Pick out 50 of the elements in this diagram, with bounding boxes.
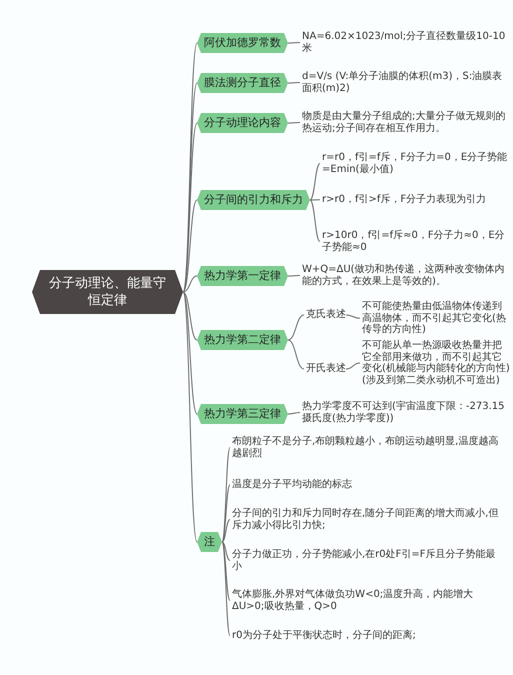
central-topic: 分子动理论、能量守恒定律 <box>32 270 183 314</box>
note-text: r=r0，f引=f斥，F分子力=0，E分子势能=Emin(最小值) <box>322 152 510 175</box>
connector-line <box>288 314 304 340</box>
connector-line <box>222 519 230 542</box>
connector-line <box>288 340 304 370</box>
subtopic-text: 开氏表述 <box>306 363 346 375</box>
note-text: W+Q=ΔU(做功和热传递，这两种改变物体内能的方式，在效果上是等效的)。 <box>302 264 510 287</box>
connector-line <box>182 200 198 292</box>
connector-line <box>182 292 198 542</box>
note-text: 温度是分子平均动能的标志 <box>232 479 502 490</box>
connector-line <box>182 276 198 292</box>
connector-line <box>222 542 230 636</box>
note-text: 布朗粒子不是分子,布朗颗粒越小，布朗运动越明显,温度越高越剧烈 <box>232 436 502 459</box>
note-text: NA=6.02×1023/mol;分子直径数量级10-10米 <box>302 31 510 54</box>
note-text: 分子间的引力和斥力同时存在,随分子间距离的增大而减小,但斥力减小得比引力快; <box>232 508 502 531</box>
connector-line <box>222 542 230 561</box>
topic-box: 热力学第二定律 <box>197 330 288 350</box>
note-text: d=V/s (V:单分子油膜的体积(m3)，S:油膜表面积(m)2) <box>302 71 510 94</box>
connector-line <box>222 484 230 542</box>
topic-box: 分子间的引力和斥力 <box>197 190 310 210</box>
connector-line <box>346 314 360 319</box>
topic-box: 阿伏加德罗常数 <box>197 33 288 53</box>
note-text: 气体膨胀,外界对气体做负功W<0;温度升高，内能增大ΔU>0;吸收热量，Q>0 <box>232 589 502 612</box>
topic-box: 热力学第三定律 <box>197 404 288 424</box>
connector-line <box>182 292 198 414</box>
note-text: r>r0，f引>f斥，F分子力表现为引力 <box>322 194 510 206</box>
note-text: 不可能使热量由低温物体传递到高温物体，而不引起其它变化(热传导的方向性) <box>362 301 510 336</box>
note-text: 不可能从单一热源吸收热量并把它全部用来做功，而不引起其它变化(机械能与内能转化的方向性)(涉及到第二类永动机不可造出) <box>362 340 510 386</box>
connector-line <box>310 163 320 200</box>
connector-line <box>222 542 230 601</box>
connector-line <box>288 42 300 44</box>
note-text: 分子力做正功，分子势能减小,在r0处F引=F斥且分子势能最小 <box>232 549 502 572</box>
topic-box: 分子动理论内容 <box>197 113 288 133</box>
subtopic-text: 克氏表述 <box>306 309 346 321</box>
connector-line <box>288 82 300 84</box>
note-text: r>10r0，f引=f斥≈0，F分子力≈0，E分子势能≈0 <box>322 230 510 253</box>
topic-box: 热力学第一定律 <box>197 266 288 286</box>
topic-box: 膜法测分子直径 <box>197 73 288 93</box>
connector-line <box>310 200 320 242</box>
connector-line <box>182 292 198 340</box>
connector-line <box>222 447 230 542</box>
connector-line <box>310 199 320 200</box>
connector-line <box>288 122 300 124</box>
topic-box: 注 <box>197 532 222 552</box>
connector-line <box>288 412 300 414</box>
connector-line <box>346 362 360 370</box>
note-text: r0为分子处于平衡状态时，分子间的距离; <box>232 630 502 642</box>
note-text: 物质是由大量分子组成的;大量分子做无规则的热运动;分子间存在相互作用力。 <box>302 111 510 134</box>
connector-line <box>288 275 300 276</box>
note-text: 热力学零度不可达到(宇宙温度下限：-273.15摄氏度(热力学零度)) <box>302 401 510 424</box>
